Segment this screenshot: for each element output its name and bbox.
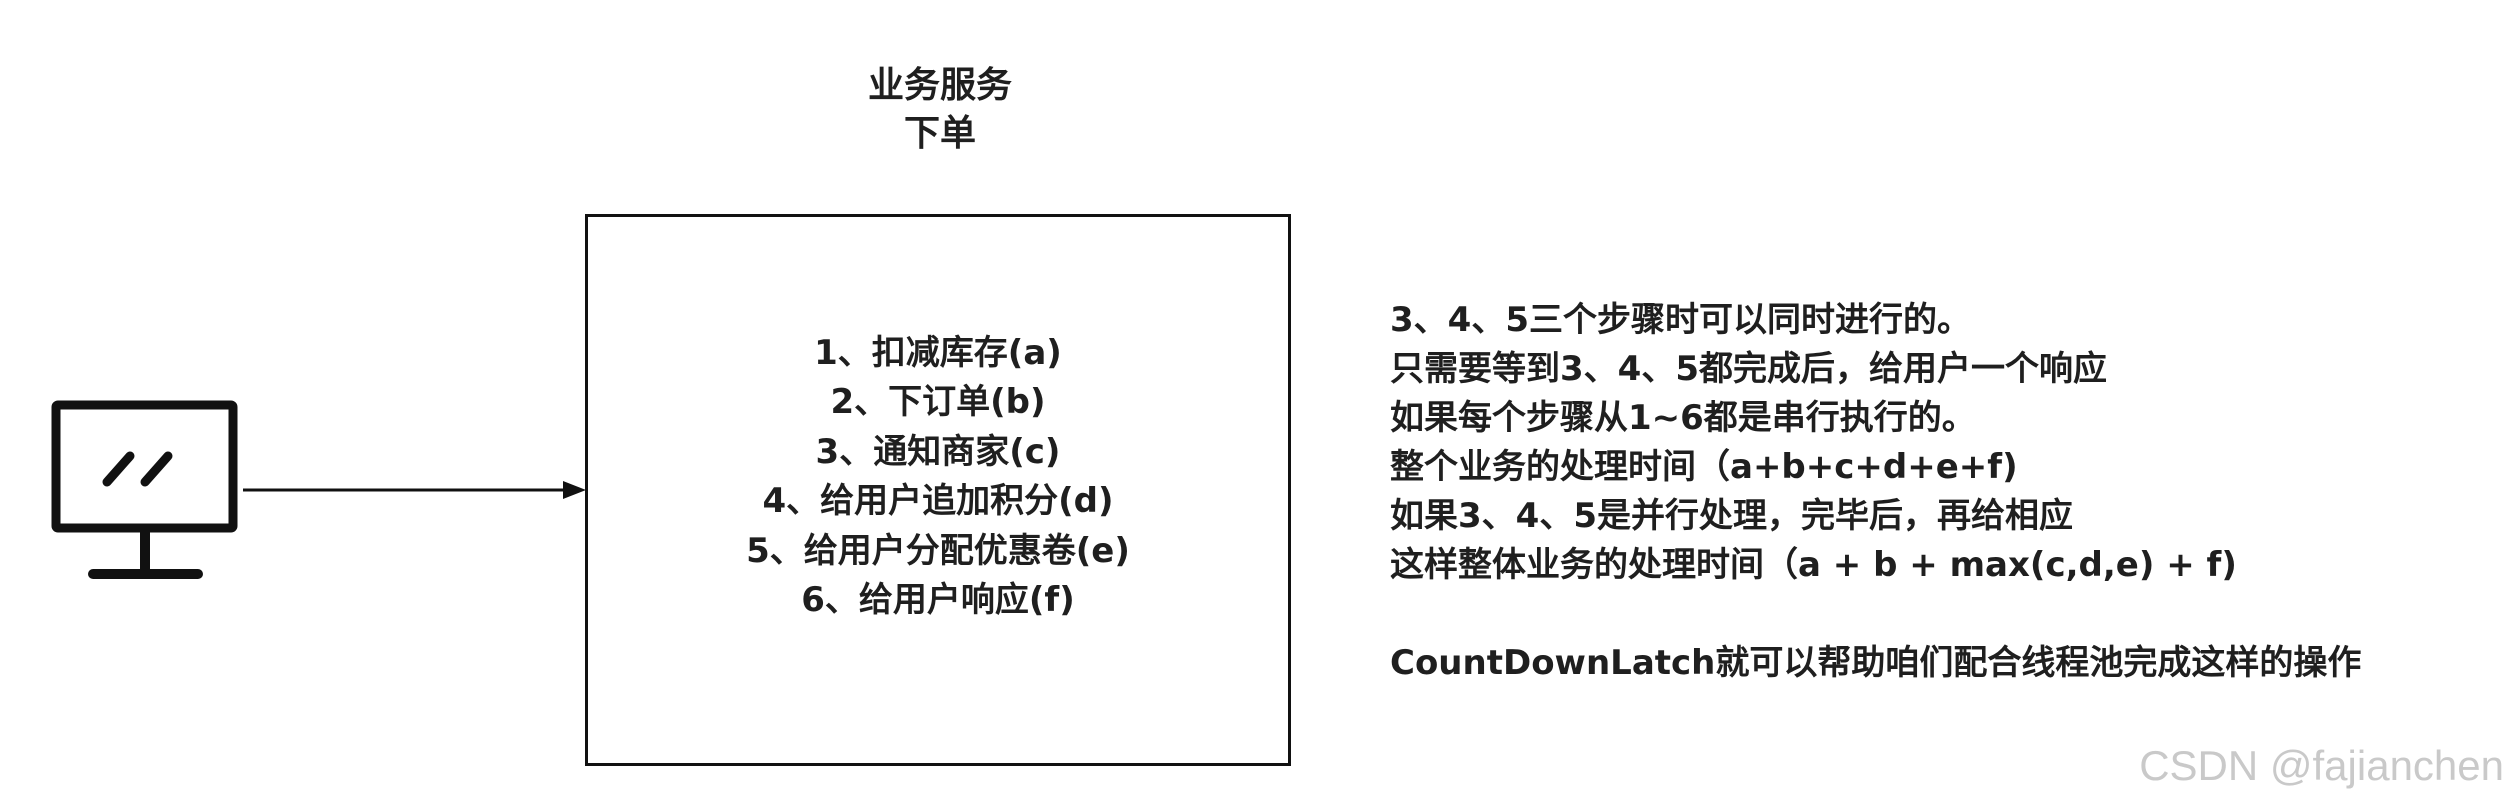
note-line: 整个业务的处理时间（a+b+c+d+e+f) bbox=[1390, 447, 2018, 487]
note-line: 如果3、4、5是并行处理，完毕后，再给相应 bbox=[1390, 496, 2073, 536]
watermark: CSDN @fajianchen bbox=[2139, 742, 2504, 789]
step-list: 1、扣减库存(a) 2、下订单(b) 3、通知商家(c) 4、给用户追加积分(d… bbox=[746, 329, 1130, 626]
step-item: 3、通知商家(c) bbox=[815, 431, 1061, 472]
service-title-line2: 下单 bbox=[903, 113, 976, 154]
notes-panel: 3、4、5三个步骤时可以同时进行的。 只需要等到3、4、5都完成后，给用户一个响… bbox=[1390, 296, 2361, 688]
note-line: 这样整体业务的处理时间（a + b + max(c,d,e) + f) bbox=[1390, 545, 2237, 585]
step-item: 6、给用户响应(f) bbox=[801, 580, 1075, 620]
monitor-icon bbox=[51, 400, 238, 579]
note-line: 如果每个步骤从1~6都是串行执行的。 bbox=[1390, 398, 1976, 438]
service-box: 1、扣减库存(a) 2、下订单(b) 3、通知商家(c) 4、给用户追加积分(d… bbox=[585, 214, 1291, 766]
service-title: 业务服务 下单 bbox=[780, 62, 1100, 158]
step-item: 1、扣减库存(a) bbox=[814, 332, 1062, 373]
note-spacer bbox=[1390, 590, 2361, 639]
step-item: 4、给用户追加积分(d) bbox=[762, 481, 1114, 521]
step-item: 5、给用户分配优惠卷(e) bbox=[746, 530, 1130, 571]
note-line: 3、4、5三个步骤时可以同时进行的。 bbox=[1390, 300, 1971, 340]
step-item: 2、下订单(b) bbox=[830, 382, 1046, 422]
note-conclusion: CountDownLatch就可以帮助咱们配合线程池完成这样的操作 bbox=[1390, 643, 2362, 683]
note-line: 只需要等到3、4、5都完成后，给用户一个响应 bbox=[1390, 349, 2107, 389]
request-arrow bbox=[243, 481, 586, 499]
service-title-line1: 业务服务 bbox=[867, 65, 1012, 106]
